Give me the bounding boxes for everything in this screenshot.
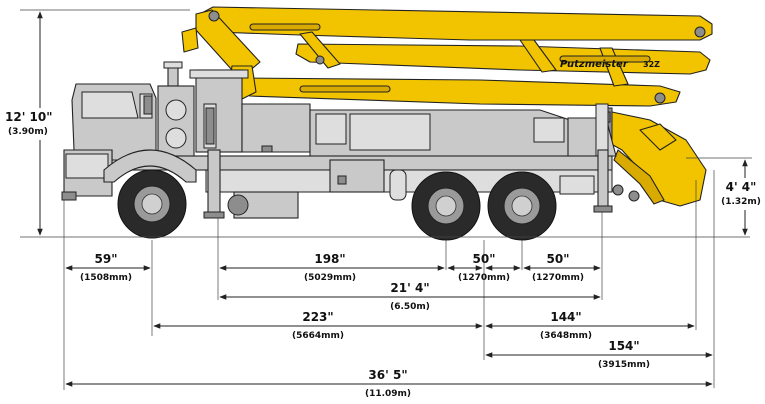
dimension-lines — [20, 9, 752, 390]
outrigger-height-metric: (1.32m) — [721, 197, 761, 207]
overall-height-imperial: 12' 10" — [5, 110, 53, 124]
manufacturer-brand: Putzmeister — [560, 59, 629, 70]
dimension-labels: 12' 10" (3.90m) 4' 4" (1.32m) 59" (1508m… — [4, 108, 764, 399]
tandem-to-rear-outrigger-imperial: 144" — [550, 310, 581, 324]
wheelbase-metric: (5664mm) — [292, 331, 344, 341]
tandem-spacing-a-imperial: 50" — [473, 252, 496, 266]
tandem-to-rear-outrigger-metric: (3648mm) — [540, 331, 592, 341]
truck-cab — [61, 83, 197, 201]
overall-height-metric: (3.90m) — [8, 127, 48, 137]
boom-pedestal — [189, 69, 249, 153]
front-wheel — [117, 169, 187, 239]
boom-tip-assembly — [597, 107, 707, 207]
outrigger-height-imperial: 4' 4" — [726, 180, 757, 194]
tandem-spacing-a-metric: (1270mm) — [458, 273, 510, 283]
front-overhang-imperial: 59" — [95, 252, 118, 266]
model-label: 32Z — [643, 60, 660, 69]
concrete-pump-truck-illustration: Putzmeister 32Z — [61, 6, 713, 241]
tandem-spacing-b-imperial: 50" — [547, 252, 570, 266]
overall-length-metric: (11.09m) — [365, 389, 411, 399]
outrigger-spread-imperial: 21' 4" — [390, 281, 429, 295]
truck-body — [111, 85, 617, 219]
tandem-wheel-rear — [487, 171, 557, 241]
outrigger-spread-metric: (6.50m) — [390, 302, 430, 312]
folded-boom: Putzmeister 32Z — [181, 6, 713, 107]
front-overhang-metric: (1508mm) — [80, 273, 132, 283]
overall-length-imperial: 36' 5" — [368, 368, 407, 382]
tandem-wheel-front — [411, 171, 481, 241]
tandem-to-rear-imperial: 154" — [608, 339, 639, 353]
wheelbase-imperial: 223" — [302, 310, 333, 324]
outrigger-to-axle-metric: (5029mm) — [304, 273, 356, 283]
outrigger-to-axle-imperial: 198" — [314, 252, 345, 266]
tandem-spacing-b-metric: (1270mm) — [532, 273, 584, 283]
tandem-to-rear-metric: (3915mm) — [598, 360, 650, 370]
exhaust-stack — [163, 61, 183, 87]
